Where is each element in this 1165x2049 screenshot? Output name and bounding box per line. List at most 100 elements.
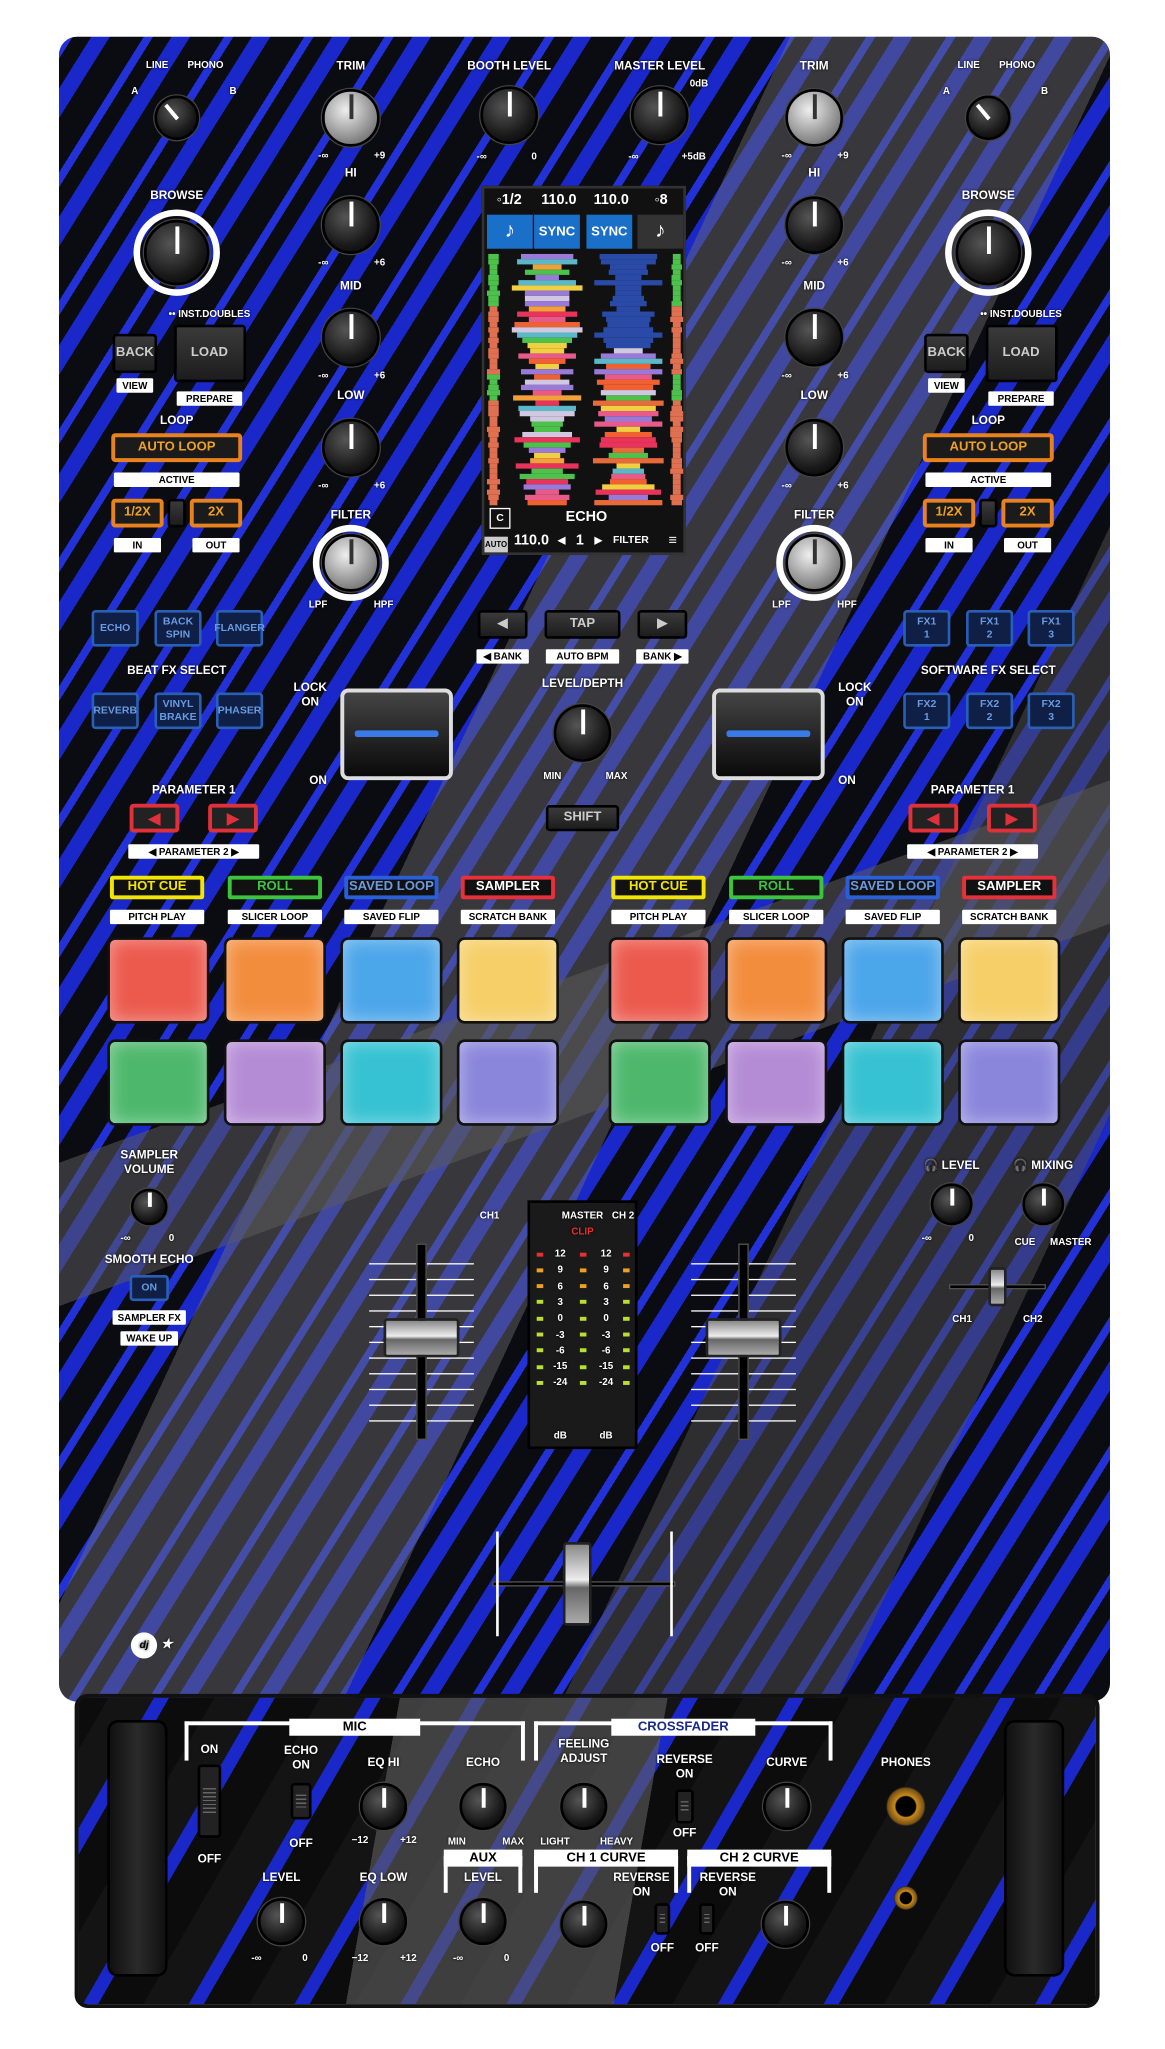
ch1-reverse-switch[interactable]: [654, 1903, 671, 1935]
loop-slider[interactable]: [167, 498, 186, 528]
level-depth-knob[interactable]: [553, 704, 612, 762]
mid-knob[interactable]: [322, 308, 380, 367]
fx-button[interactable]: PHASER: [215, 692, 264, 730]
pad-mode-button[interactable]: ROLL: [227, 875, 323, 900]
performance-pad[interactable]: [223, 1039, 326, 1126]
mic-on-off-switch[interactable]: [197, 1764, 222, 1838]
pad-mode-button[interactable]: SAMPLER: [962, 875, 1057, 900]
performance-pad[interactable]: [725, 937, 828, 1024]
crossfader-knob[interactable]: [562, 1542, 592, 1626]
low-knob[interactable]: [322, 418, 380, 477]
pad-mode-button[interactable]: SAVED LOOP: [845, 875, 940, 900]
performance-pad[interactable]: [340, 937, 443, 1024]
input-selector-knob[interactable]: [966, 95, 1011, 141]
key-lock-right-button[interactable]: ♪: [637, 214, 684, 249]
ch1-curve-knob[interactable]: [560, 1900, 608, 1948]
ch2-curve-knob[interactable]: [761, 1900, 809, 1948]
hi-knob[interactable]: [322, 196, 380, 254]
fx-button[interactable]: FX1 3: [1027, 609, 1075, 647]
performance-pad[interactable]: [340, 1039, 443, 1126]
fx-button[interactable]: FX1 1: [903, 609, 951, 647]
trim-knob[interactable]: [785, 89, 843, 147]
ch2-reverse-switch[interactable]: [699, 1903, 715, 1935]
eq-low-knob[interactable]: [359, 1898, 408, 1946]
lock-touch-strip[interactable]: [340, 688, 453, 781]
fx-button[interactable]: ECHO: [91, 609, 139, 647]
aux-level-knob[interactable]: [459, 1898, 507, 1946]
mini-crossfader-knob[interactable]: [988, 1267, 1007, 1307]
mic-echo-knob[interactable]: [459, 1782, 507, 1830]
loop-half-button[interactable]: 1/2X: [922, 498, 976, 528]
filter-knob[interactable]: [785, 534, 843, 592]
back-button[interactable]: BACK: [924, 333, 969, 374]
tap-button[interactable]: TAP: [544, 609, 621, 639]
eq-hi-knob[interactable]: [359, 1782, 408, 1830]
mic-level-knob[interactable]: [257, 1898, 305, 1946]
cf-curve-knob[interactable]: [763, 1782, 811, 1830]
performance-pad[interactable]: [608, 1039, 711, 1126]
master-level-knob[interactable]: [630, 86, 689, 144]
hi-knob[interactable]: [785, 196, 843, 254]
loop-double-button[interactable]: 2X: [189, 498, 243, 528]
next-button[interactable]: ▶: [637, 609, 688, 639]
performance-pad[interactable]: [223, 937, 326, 1024]
ch2-fader-knob[interactable]: [705, 1318, 782, 1358]
parameter-left-button[interactable]: ◀: [129, 803, 180, 833]
fx-button[interactable]: BACK SPIN: [154, 609, 202, 647]
performance-pad[interactable]: [608, 937, 711, 1024]
sync-left-button[interactable]: SYNC: [534, 214, 580, 249]
browse-knob[interactable]: [955, 219, 1022, 286]
parameter-right-button[interactable]: ▶: [986, 803, 1037, 833]
fx-button[interactable]: FLANGER: [214, 609, 265, 647]
low-knob[interactable]: [785, 418, 843, 477]
prev-button[interactable]: ◀: [477, 609, 528, 639]
ch1-fader-knob[interactable]: [383, 1318, 460, 1358]
fx-button[interactable]: FX2 1: [903, 692, 951, 730]
lock-touch-strip[interactable]: [712, 688, 825, 781]
fx-button[interactable]: FX1 2: [966, 609, 1014, 647]
performance-pad[interactable]: [841, 1039, 944, 1126]
loop-half-button[interactable]: 1/2X: [111, 498, 164, 528]
parameter-left-button[interactable]: ◀: [908, 803, 959, 833]
sync-right-button[interactable]: SYNC: [586, 214, 633, 249]
shift-button[interactable]: SHIFT: [545, 805, 620, 832]
performance-pad[interactable]: [958, 937, 1061, 1024]
feeling-adjust-knob[interactable]: [560, 1782, 608, 1830]
loop-slider[interactable]: [979, 498, 998, 528]
performance-pad[interactable]: [958, 1039, 1061, 1126]
auto-loop-button[interactable]: AUTO LOOP: [111, 433, 243, 463]
pad-mode-button[interactable]: ROLL: [729, 875, 824, 900]
performance-pad[interactable]: [107, 937, 210, 1024]
mic-echo-switch[interactable]: [290, 1782, 312, 1820]
trim-knob[interactable]: [322, 89, 380, 147]
pad-mode-button[interactable]: HOT CUE: [109, 875, 205, 900]
booth-level-knob[interactable]: [480, 86, 538, 144]
pad-mode-button[interactable]: SAVED LOOP: [344, 875, 439, 900]
cf-reverse-switch[interactable]: [675, 1789, 694, 1824]
browse-knob[interactable]: [143, 219, 210, 286]
performance-pad[interactable]: [841, 937, 944, 1024]
fx-button[interactable]: VINYL BRAKE: [154, 692, 202, 730]
headphone-level-knob[interactable]: [930, 1183, 973, 1226]
performance-pad[interactable]: [107, 1039, 210, 1126]
load-button[interactable]: LOAD: [173, 324, 246, 383]
sampler-volume-knob[interactable]: [130, 1188, 168, 1226]
pad-mode-button[interactable]: HOT CUE: [611, 875, 706, 900]
mid-knob[interactable]: [785, 308, 843, 367]
performance-pad[interactable]: [456, 1039, 559, 1126]
loop-double-button[interactable]: 2X: [1001, 498, 1054, 528]
fx-button[interactable]: FX2 3: [1027, 692, 1075, 730]
auto-loop-button[interactable]: AUTO LOOP: [922, 433, 1054, 463]
key-lock-left-button[interactable]: ♪: [486, 214, 533, 249]
headphone-mixing-knob[interactable]: [1022, 1183, 1065, 1226]
parameter-right-button[interactable]: ▶: [208, 803, 258, 833]
back-button[interactable]: BACK: [112, 333, 158, 374]
performance-pad[interactable]: [456, 937, 559, 1024]
fx-button[interactable]: FX2 2: [966, 692, 1014, 730]
filter-knob[interactable]: [322, 534, 380, 592]
load-button[interactable]: LOAD: [985, 324, 1058, 383]
fx-button[interactable]: REVERB: [91, 692, 139, 730]
smooth-echo-button[interactable]: ON: [129, 1274, 169, 1302]
input-selector-knob[interactable]: [154, 95, 199, 141]
pad-mode-button[interactable]: SAMPLER: [460, 875, 556, 900]
